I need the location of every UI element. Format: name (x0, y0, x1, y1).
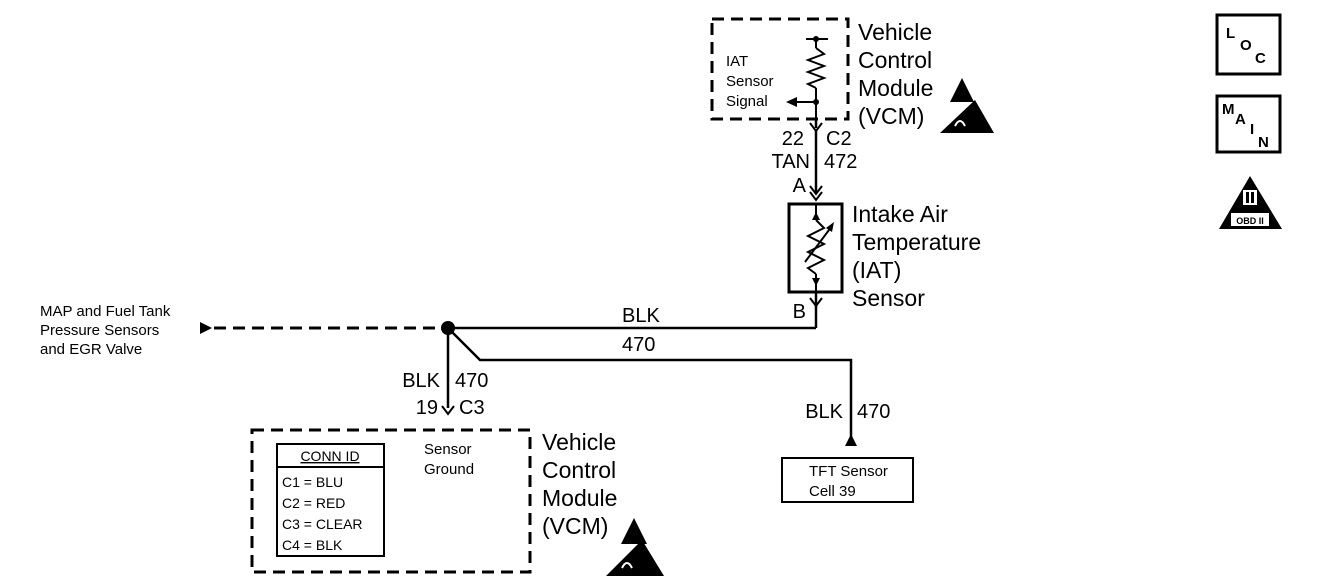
vcm-internal-resistor (786, 36, 828, 118)
iat-signal-wire-color: TAN (771, 151, 810, 173)
ground-wire-vcm-color: BLK (402, 370, 440, 392)
tft-label-line-1: TFT Sensor (809, 463, 888, 480)
iat-terminal-a: A (793, 175, 807, 197)
conn-id-row-2: C2 = RED (282, 495, 345, 511)
esd-warning-icon (940, 78, 994, 133)
esd-warning-icon (606, 518, 664, 576)
ground-wire-vcm-connector: C3 (459, 397, 485, 419)
iat-sensor-name-line-2: Temperature (852, 229, 981, 255)
main-badge-m: M (1222, 101, 1235, 118)
map-label-line-1: MAP and Fuel Tank (40, 303, 171, 320)
vcm-top-name-line-4: (VCM) (858, 103, 924, 129)
vcm-top-name-line-2: Control (858, 47, 932, 73)
vcm-bottom-dashed-box (250, 428, 532, 574)
ground-wire-vcm (441, 328, 455, 416)
conn-id-row-3: C3 = CLEAR (282, 516, 363, 532)
conn-id-row-4: C4 = BLK (282, 537, 343, 553)
obd-ii-label: OBD II (1236, 216, 1264, 226)
main-badge[interactable]: M A I N (1215, 94, 1282, 154)
iat-sensor-name-line-4: Sensor (852, 285, 925, 311)
conn-id-header: CONN ID (300, 448, 359, 464)
iat-signal-circuit: 472 (824, 151, 857, 173)
obd-ii-icon[interactable]: OBD II (1219, 176, 1282, 229)
iat-terminal-b: B (793, 301, 806, 323)
vcm-bottom-name-line-4: (VCM) (542, 513, 608, 539)
ground-wire-vcm-pin: 19 (416, 397, 438, 419)
iat-signal-label-line-1: IAT (726, 53, 748, 70)
vcm-bottom-name-line-3: Module (542, 485, 617, 511)
ground-wire-main (448, 292, 818, 330)
iat-sensor-name-line-1: Intake Air (852, 201, 948, 227)
ground-wire-vcm-circuit: 470 (455, 370, 488, 392)
vcm-top-dashed-box (710, 17, 850, 121)
loc-badge-l: L (1226, 25, 1235, 42)
loc-badge[interactable]: L O C (1215, 13, 1282, 76)
iat-signal-wire (809, 118, 823, 202)
map-arrow-icon (200, 322, 212, 334)
sensor-ground-label-line-1: Sensor (424, 441, 472, 458)
main-badge-i: I (1250, 121, 1254, 138)
tft-label-line-2: Cell 39 (809, 483, 856, 500)
tft-sensor-box (781, 457, 914, 503)
thermistor-icon (804, 204, 834, 292)
loc-badge-o: O (1240, 37, 1252, 54)
vcm-bottom-name-line-2: Control (542, 457, 616, 483)
ground-wire-main-circuit: 470 (622, 334, 655, 356)
iat-sensor-name-line-3: (IAT) (852, 257, 901, 283)
ground-wire-main-color: BLK (622, 305, 660, 327)
tft-wire-circuit: 470 (857, 401, 890, 423)
iat-signal-label-line-2: Sensor (726, 73, 774, 90)
conn-id-row-1: C1 = BLU (282, 474, 343, 490)
tft-wire-color: BLK (805, 401, 843, 423)
vcm-bottom-name-line-1: Vehicle (542, 429, 616, 455)
iat-signal-label-line-3: Signal (726, 93, 768, 110)
vcm-top-name-line-1: Vehicle (858, 19, 932, 45)
tft-arrow-icon (845, 434, 857, 446)
loc-badge-c: C (1255, 50, 1266, 67)
main-badge-a: A (1235, 111, 1246, 128)
map-label-line-3: and EGR Valve (40, 341, 142, 358)
iat-signal-connector: C2 (826, 128, 852, 150)
main-badge-n: N (1258, 134, 1269, 151)
tft-wire (447, 327, 853, 440)
sensor-ground-label-line-2: Ground (424, 461, 474, 478)
map-label-line-2: Pressure Sensors (40, 322, 159, 339)
vcm-top-name-line-3: Module (858, 75, 933, 101)
iat-signal-pin: 22 (782, 128, 804, 150)
conn-id-table (276, 443, 385, 557)
